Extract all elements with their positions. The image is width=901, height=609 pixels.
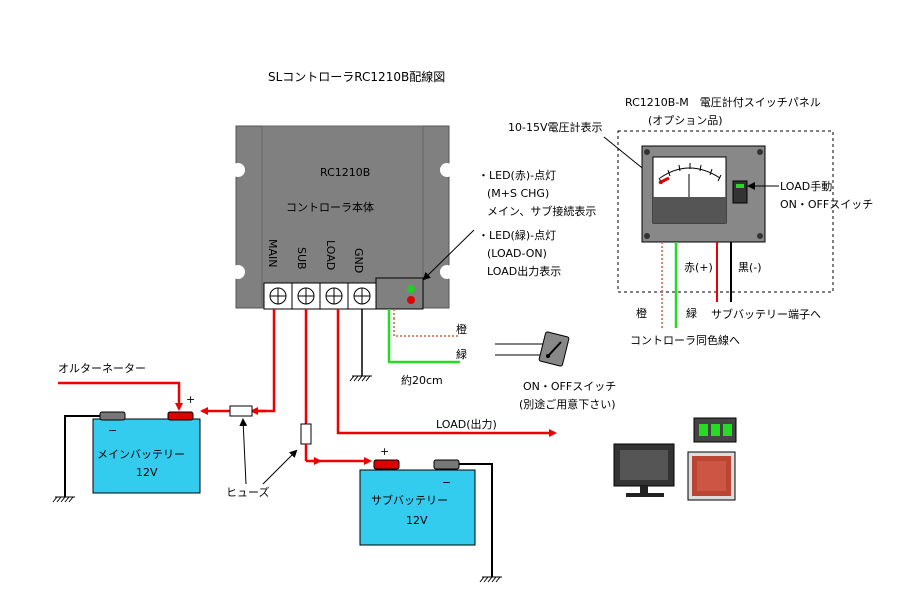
sub-wire <box>300 309 372 465</box>
main-wire <box>200 309 276 417</box>
load-devices <box>613 417 737 501</box>
controller-model: RC1210B <box>320 166 370 179</box>
main-battery-voltage: 12V <box>136 466 158 479</box>
led-green-note-1: ・LED(緑)-点灯 <box>478 228 556 242</box>
monitor-icon <box>613 443 675 497</box>
switch-panel: RC1210B-M 電圧計付スイッチパネル (オプション品) 10-15V電圧計… <box>508 95 873 347</box>
main-battery-name: メインバッテリー <box>97 448 185 461</box>
panel-switch-label-1: LOAD手動 <box>780 179 832 193</box>
meter-icon <box>693 417 737 443</box>
green-wire-label: 緑 <box>456 347 467 361</box>
led-green <box>407 285 415 293</box>
led-green-note-2: (LOAD-ON) <box>487 247 547 260</box>
load-label: LOAD(出力) <box>436 417 497 431</box>
panel-controller-note: コントローラ同色線へ <box>630 333 740 347</box>
terminal-label-gnd: GND <box>352 248 365 273</box>
led-red <box>407 296 415 304</box>
orange-wire-label: 橙 <box>456 322 467 336</box>
heater-icon <box>687 451 736 501</box>
alternator-label: オルターネーター <box>58 362 146 375</box>
load-wire: LOAD(出力) <box>336 309 557 437</box>
terminal-block <box>263 282 377 310</box>
panel-battery-note: サブバッテリー端子へ <box>711 307 821 321</box>
switch-note-2: (別途ご用意下さい) <box>519 397 616 411</box>
led-notes: ・LED(赤)-点灯 (M+S CHG) メイン、サブ接続表示 ・LED(緑)-… <box>422 169 596 281</box>
sub-fuse <box>300 423 312 445</box>
main-battery: − + メインバッテリー 12V <box>52 393 201 503</box>
led-red-note-3: メイン、サブ接続表示 <box>487 204 596 218</box>
switch-note-1: ON・OFFスイッチ <box>523 380 616 393</box>
sub-battery-voltage: 12V <box>406 514 428 527</box>
voltmeter-icon <box>652 156 727 224</box>
controller-body: RC1210B コントローラ本体 MAIN SUB LOAD GND <box>231 125 454 310</box>
gnd-wire <box>349 309 372 382</box>
controller-body-label: コントローラ本体 <box>286 200 374 214</box>
fuse-callout: ヒューズ <box>226 418 298 499</box>
led-red-note-2: (M+S CHG) <box>487 187 549 200</box>
sub-battery-plus: + <box>380 445 389 458</box>
panel-switch-label-2: ON・OFFスイッチ <box>780 198 873 211</box>
fuse-label: ヒューズ <box>226 485 269 499</box>
panel-red-wire-label: 赤(+) <box>684 261 713 274</box>
led-red-note-1: ・LED(赤)-点灯 <box>478 169 556 182</box>
panel-black-wire-label: 黒(-) <box>738 261 762 274</box>
sub-battery-name: サブバッテリー <box>371 493 448 507</box>
panel-orange-wire-label: 橙 <box>636 306 647 320</box>
panel-subtitle: (オプション品) <box>648 114 723 127</box>
panel-green-wire-label: 緑 <box>686 306 697 320</box>
main-fuse <box>229 405 253 417</box>
wire-length-label: 約20cm <box>401 373 443 387</box>
voltmeter-label: 10-15V電圧計表示 <box>508 120 603 134</box>
switch-wires: 橙 緑 約20cm <box>387 309 546 387</box>
panel-switch <box>732 180 748 204</box>
led-green-note-3: LOAD出力表示 <box>487 264 561 278</box>
main-battery-minus: − <box>108 424 117 437</box>
terminal-label-main: MAIN <box>266 239 279 268</box>
external-switch: ON・OFFスイッチ (別途ご用意下さい) <box>519 331 616 411</box>
sub-battery: + − サブバッテリー 12V <box>359 445 502 583</box>
main-battery-plus: + <box>186 393 195 406</box>
terminal-label-sub: SUB <box>295 247 308 270</box>
panel-title: RC1210B-M 電圧計付スイッチパネル <box>625 95 821 109</box>
sub-battery-minus: − <box>442 476 451 489</box>
alternator: オルターネーター <box>58 362 183 411</box>
terminal-label-load: LOAD <box>324 240 337 270</box>
diagram-title: SLコントローラRC1210B配線図 <box>268 69 445 84</box>
